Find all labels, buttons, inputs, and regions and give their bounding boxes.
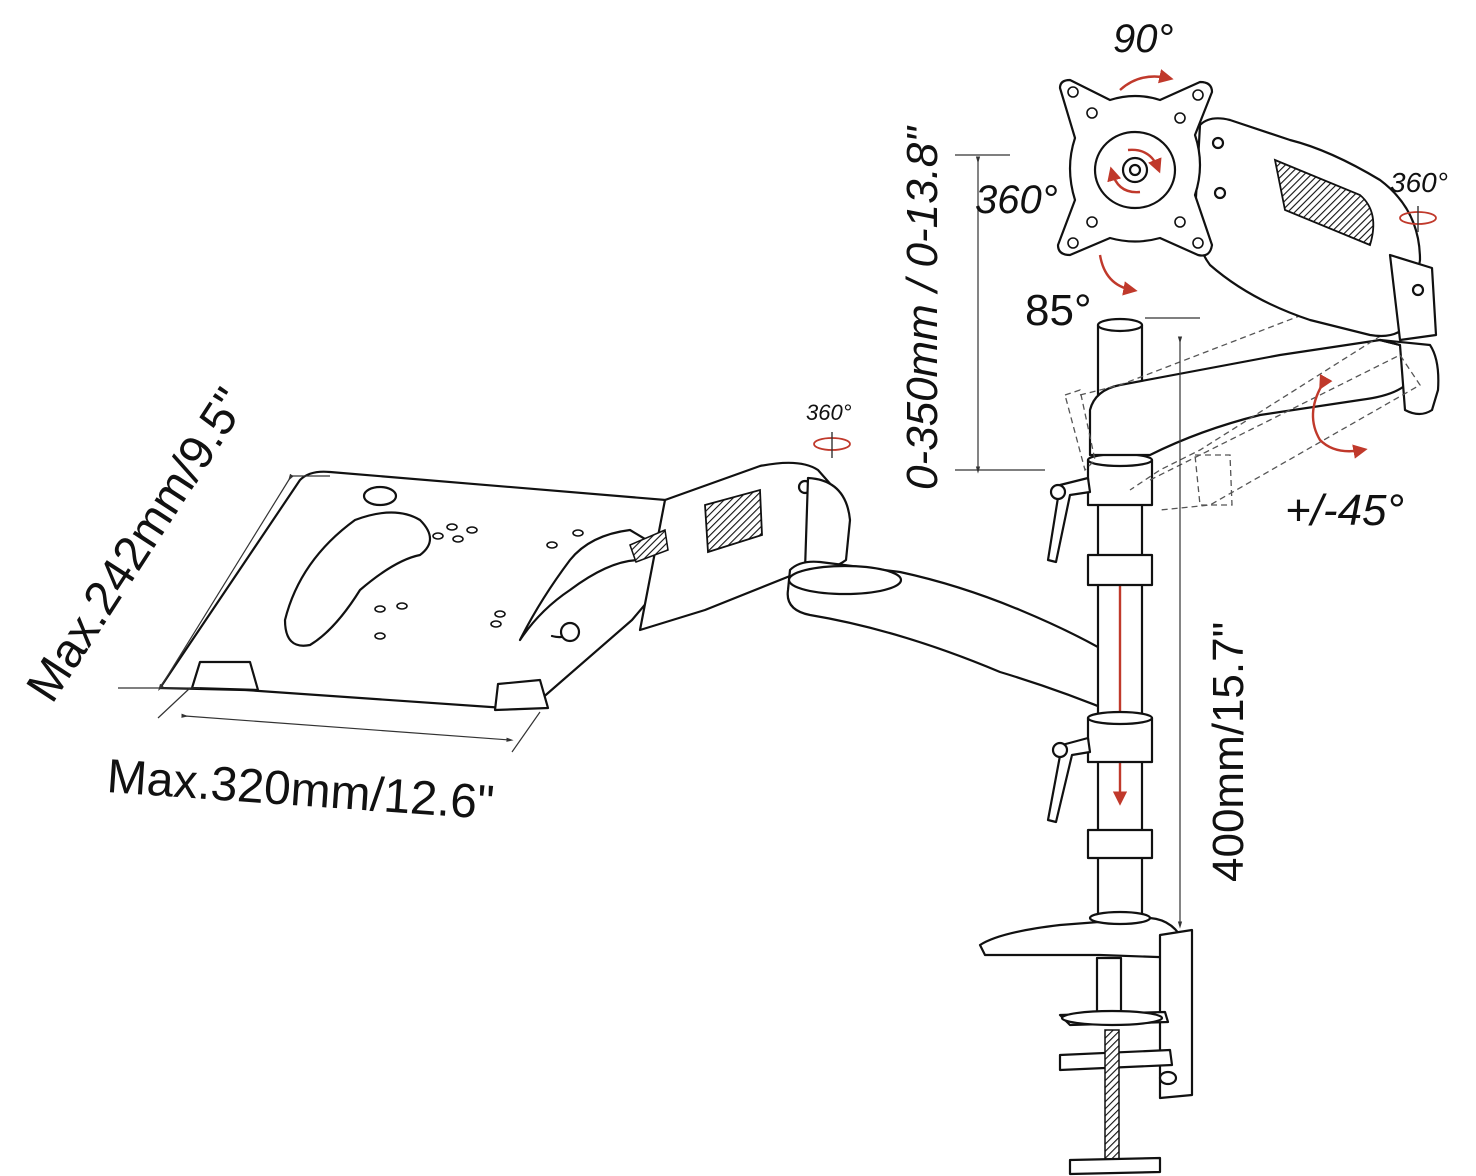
dimension-lines: [118, 154, 1200, 929]
laptop-tray: [158, 470, 714, 712]
upper-swivel-label: 360°: [1390, 167, 1448, 198]
pole-height-label: 400mm/15.7": [1204, 622, 1253, 882]
portrait-rotation-label: 360°: [975, 178, 1058, 222]
pan-rotation-label: 90°: [1113, 17, 1174, 61]
height-range-label: 0-350mm / 0-13.8": [898, 125, 947, 490]
arm-tilt-label: +/-45°: [1285, 486, 1404, 535]
tilt-arrow: [1098, 254, 1138, 296]
pan-arrow: [1119, 69, 1174, 91]
swivel-icon-upper: [1399, 206, 1437, 232]
lower-swivel-label: 360°: [806, 400, 852, 425]
upper-horizontal-arm: [1064, 284, 1440, 511]
monitor-gas-arm: [1193, 117, 1438, 342]
pole-collars: [1046, 452, 1154, 860]
clamp-screw: [1104, 1029, 1120, 1161]
tray-lip-right: [493, 678, 550, 712]
clamp-knob[interactable]: [1068, 1156, 1162, 1176]
desk-clamp: [978, 910, 1194, 1176]
swivel-icon-lower: [813, 432, 851, 458]
tray-cutout: [283, 511, 432, 647]
arm-tilt-arrow: [1311, 373, 1368, 459]
tray-width-label: Max.320mm/12.6": [105, 750, 496, 830]
lower-horizontal-arm: [786, 560, 1122, 717]
tray-lip-left: [190, 660, 260, 692]
vesa-plate: [1056, 69, 1214, 296]
tilt-label: 85°: [1025, 286, 1092, 335]
